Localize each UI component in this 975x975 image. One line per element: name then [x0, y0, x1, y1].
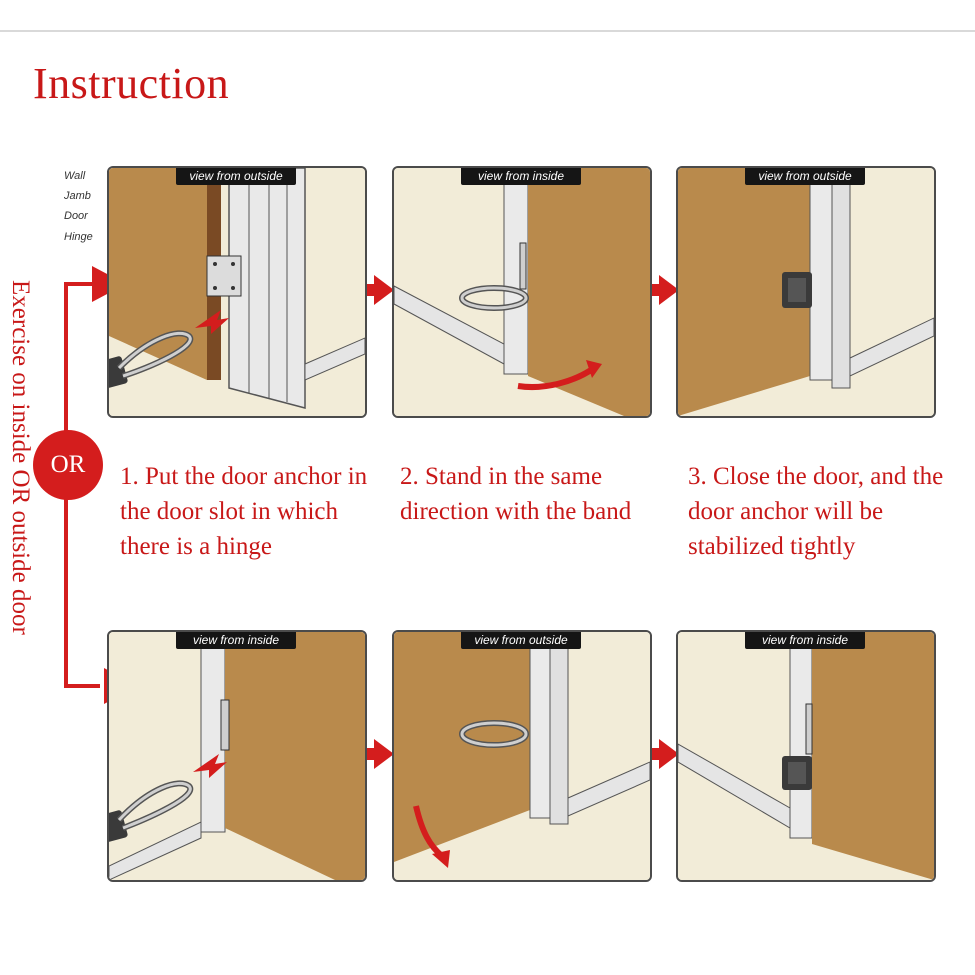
panel-step2-bottom: view from outside: [392, 630, 652, 882]
panel-step3-bottom: view from inside: [676, 630, 936, 882]
step-1-text: 1. Put the door anchor in the door slot …: [120, 463, 368, 560]
panel-step3-top: view from outside: [676, 166, 936, 418]
or-badge: OR: [33, 430, 103, 500]
view-label: view from inside: [745, 632, 865, 649]
panel-step1-bottom: view from inside: [107, 630, 367, 882]
panel-step1-top: view from outside: [107, 166, 367, 418]
panel-step2-top: view from inside: [392, 166, 652, 418]
view-label: view from inside: [461, 168, 581, 185]
view-label: view from outside: [745, 168, 865, 185]
side-caption: Exercise on inside OR outside door: [7, 280, 34, 635]
label-hinge: Hinge: [64, 231, 93, 243]
label-jamb: Jamb: [64, 190, 91, 202]
label-door: Door: [64, 210, 88, 222]
view-label: view from outside: [461, 632, 581, 649]
step-2-text: 2. Stand in the same direction with the …: [400, 463, 632, 525]
step-3-text: 3. Close the door, and the door anchor w…: [688, 463, 944, 560]
view-label: view from inside: [176, 632, 296, 649]
view-label: view from outside: [176, 168, 296, 185]
label-wall: Wall: [64, 170, 86, 182]
page-title: Instruction: [33, 59, 230, 108]
top-divider: [0, 30, 975, 32]
